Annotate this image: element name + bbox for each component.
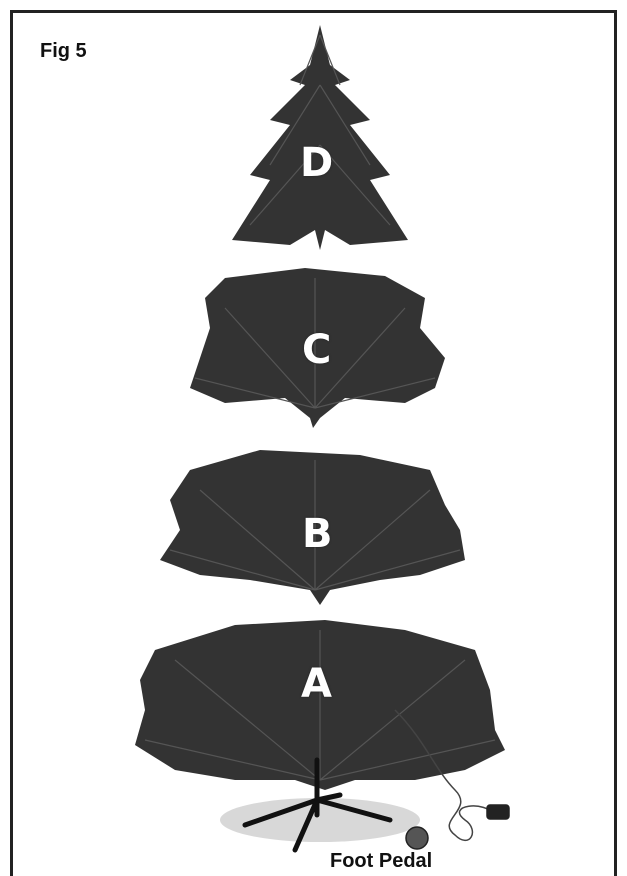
foot-pedal-icon	[406, 827, 428, 849]
tree-section-b: B	[160, 450, 470, 610]
figure-label: Fig 5	[40, 40, 87, 63]
section-letter-d: D	[300, 143, 333, 183]
tree-section-c: C	[185, 268, 450, 428]
section-letter-c: C	[302, 330, 331, 370]
foot-pedal-label: Foot Pedal	[330, 850, 432, 873]
tree-section-a: A	[135, 620, 505, 860]
section-letter-b: B	[302, 514, 333, 554]
tree-base-section-icon	[135, 620, 505, 860]
tree-top-section-icon	[230, 25, 410, 250]
tree-section-d: D	[230, 25, 410, 250]
section-letter-a: A	[301, 664, 332, 704]
